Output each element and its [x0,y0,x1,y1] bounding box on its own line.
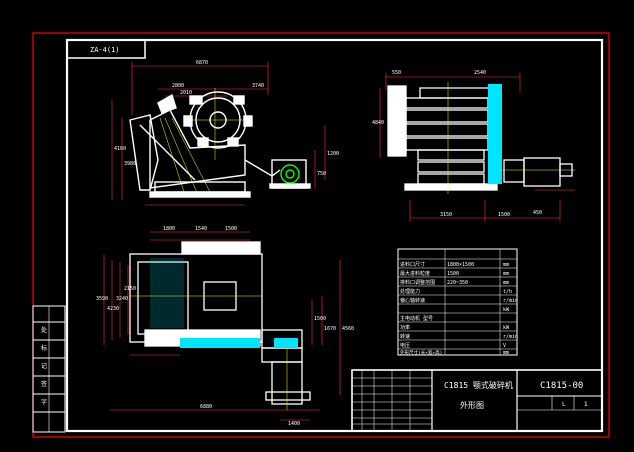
plan-dim-11: 4560 [342,326,354,332]
tech-row-2-name: 排料口调整范围 [400,279,435,286]
tech-row-8-name: 转速 [400,333,410,340]
tech-row-1-value: 1500 [447,271,459,277]
side-dim-2: 4840 [372,120,384,126]
plan-dim-4: 4230 [107,306,119,312]
side-dim-4: 1500 [498,212,510,218]
tech-row-3-name: 处理能力 [400,288,420,295]
left-block-label-4: 字 [41,398,47,406]
plan-dim-7: 6880 [200,404,212,410]
side-dim-3: 3150 [440,212,452,218]
plan-dim-1: 1540 [195,226,207,232]
tech-row-7-name: 功率 [400,324,410,331]
inner-frame [65,38,604,433]
left-block-label-1: 标 [41,344,47,352]
tech-row-10-name: 外形尺寸(长×宽×高) [400,349,442,356]
tech-row-9-unit: V [503,343,506,349]
plan-dim-9: 1500 [314,316,326,322]
front-dim-5: 3980 [124,161,136,167]
side-dim-5: 450 [533,210,542,216]
drawing-title-line2: 外形图 [460,400,484,410]
plan-dim-10: 1670 [324,326,336,332]
outer-border [32,32,610,438]
drawing-title-line1: C1815 颚式破碎机 [444,380,513,390]
front-dim-4: 4160 [114,146,126,152]
tech-row-0-unit: mm [503,262,509,268]
tech-row-6-name: 主电动机 型号 [400,315,433,322]
front-dim-3: 2010 [180,90,192,96]
tech-row-0-name: 进料口尺寸 [400,261,425,268]
tech-row-7-unit: kW [503,325,510,331]
front-dim-0: 6870 [196,60,208,66]
tech-row-4-name: 偏心轴转速 [400,297,425,304]
plan-dim-8: 1400 [288,421,300,427]
tech-row-3-unit: t/h [503,289,512,295]
tech-row-1-name: 最大进料粒度 [400,270,430,277]
plan-dim-5: 3240 [116,296,128,302]
front-dim-6: 1200 [327,151,339,157]
drawing-small-label-a: L [562,401,566,408]
plan-dim-2: 1500 [225,226,237,232]
plan-coupling [274,338,298,348]
left-block-label-2: 记 [41,363,47,370]
tech-row-2-unit: mm [503,280,509,286]
tech-row-1-unit: mm [503,271,509,277]
plan-drive-shaft [180,338,260,348]
front-dim-2: 3740 [252,83,264,89]
left-block-label-3: 签 [41,380,47,388]
side-dim-1: 2540 [474,70,486,76]
tech-spec-table: 进料口尺寸 1800×1500 mm 最大进料粒度 1500 mm 排料口调整范… [397,248,518,356]
plan-dim-3: 3590 [96,296,108,302]
plan-jaw-area [150,258,184,328]
side-flywheel [488,84,502,184]
corner-tag-box [66,39,146,59]
tech-row-2-value: 220~350 [447,280,468,286]
title-block: C1815 颚式破碎机 外形图 C1815-00 L 1 [351,369,603,432]
tech-row-9-name: 电压 [400,342,410,349]
drawing-small-label-b: 1 [584,401,588,408]
front-dim-1: 2800 [172,83,184,89]
left-block-label-0: 处 [41,326,47,334]
plan-dim-0: 1800 [163,226,175,232]
corner-tag: ZA-4(1) [90,46,120,54]
front-dim-7: 750 [317,171,326,177]
side-view: 550 2540 4840 3150 1500 450 [372,70,575,222]
left-revision-block: 处 标 记 签 字 [32,305,66,433]
tech-row-4-unit: r/min [503,298,518,304]
front-view: 6870 2800 3740 2010 4160 3980 1200 750 [111,60,339,206]
tech-row-0-value: 1800×1500 [447,262,474,268]
tech-row-10-unit: mm [503,350,509,356]
side-dim-0: 550 [392,70,401,76]
tech-row-5-unit: kW [503,307,510,313]
plan-view: 1800 1540 1500 3590 4230 3240 2150 6880 … [96,226,354,427]
tech-row-8-unit: r/min [503,334,518,340]
drawing-number: C1815-00 [540,381,583,391]
